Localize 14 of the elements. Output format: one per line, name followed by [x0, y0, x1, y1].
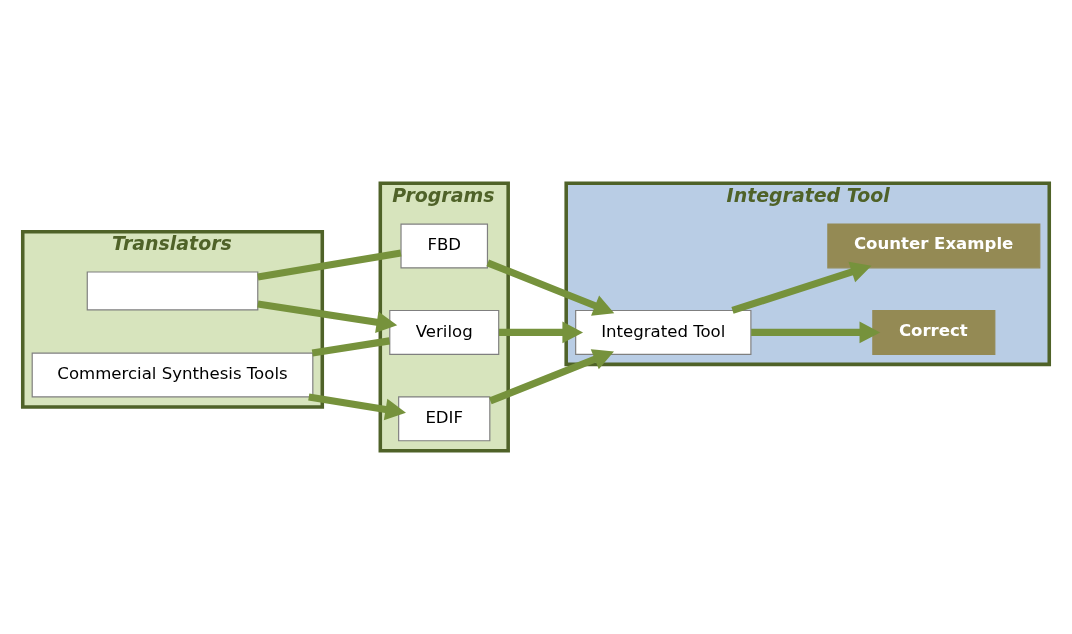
arrow: [731, 261, 872, 314]
arrow: [308, 393, 406, 421]
arrow: [499, 321, 584, 344]
node-box: Correct: [872, 309, 996, 355]
arrow: [257, 300, 398, 333]
node-box: Integrated Tool: [575, 309, 752, 355]
node-box: [86, 271, 259, 311]
arrow: [751, 321, 881, 344]
node-box: Verilog: [389, 309, 500, 355]
node-box: Counter Example: [827, 223, 1041, 269]
node-box: FBD: [400, 223, 489, 269]
node-box: Commercial Synthesis Tools: [31, 352, 314, 398]
node-box: EDIF: [398, 396, 491, 442]
connector: [311, 337, 391, 357]
